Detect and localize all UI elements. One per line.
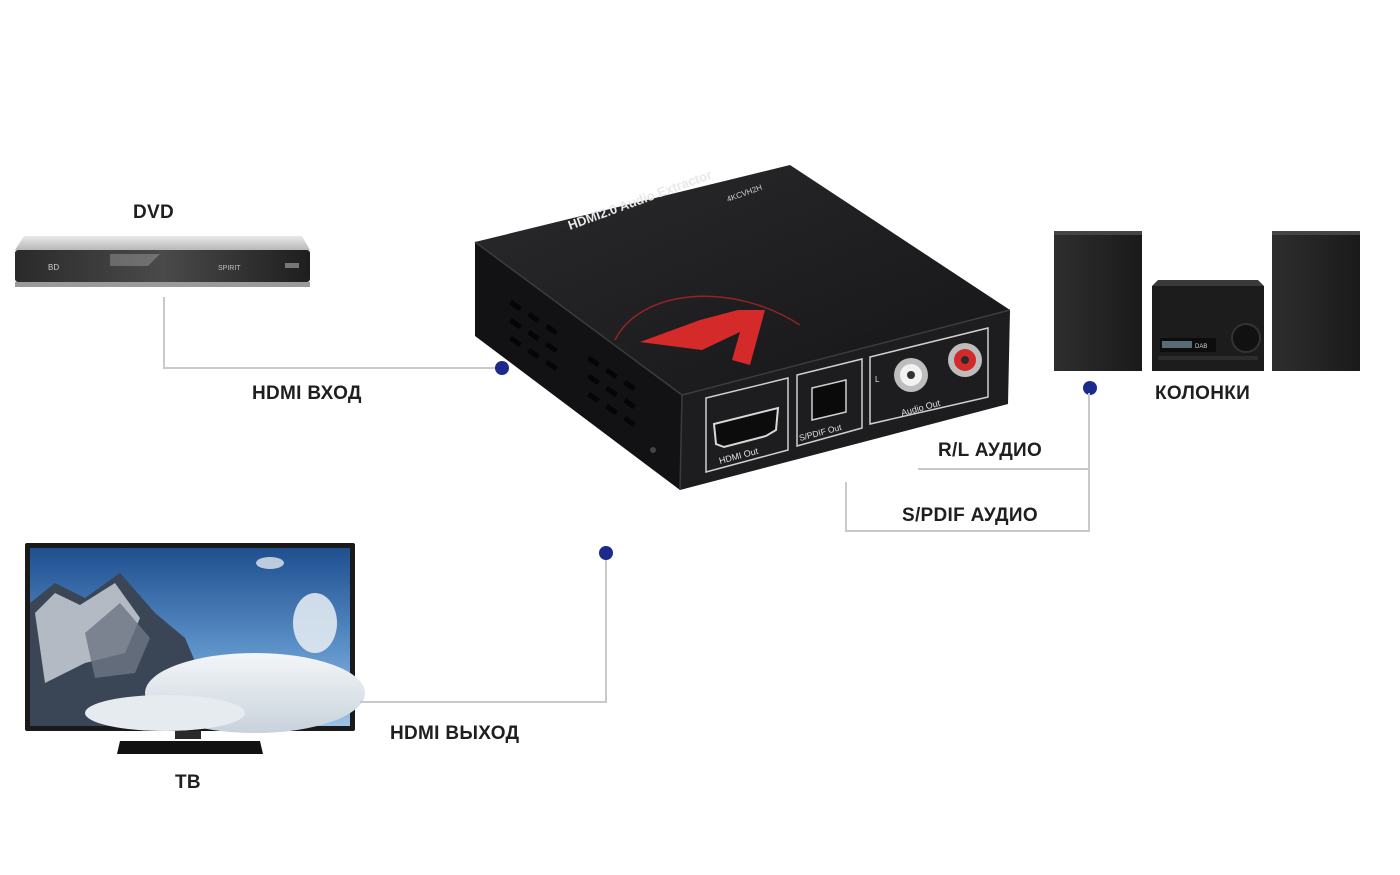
- rl-audio-label: R/L АУДИО: [938, 440, 1043, 461]
- spdif-audio-vertical: [845, 482, 847, 532]
- hdmi-out-label: HDMI ВЫХОД: [390, 723, 520, 744]
- tv-image: [25, 543, 365, 754]
- speakers-image: DAB: [1054, 231, 1360, 371]
- dvd-display-text: SPIRIT: [218, 265, 241, 272]
- dvd-connector-horizontal: [163, 367, 501, 369]
- dvd-player-image: BD SPIRIT: [15, 236, 310, 287]
- speakers-dot: [1083, 381, 1097, 395]
- hdmi-out-dot: [599, 546, 613, 560]
- speakers-label: КОЛОНКИ: [1155, 383, 1251, 404]
- dvd-front-text: BD: [48, 263, 59, 272]
- speakers-connector-vertical: [1088, 393, 1090, 532]
- spdif-audio-label: S/PDIF АУДИО: [902, 505, 1038, 526]
- audio-left-marker: L: [875, 375, 880, 384]
- audio-extractor-device-image: HDMI2.0 Audio Extractor 4KCVH2H HDMI Out…: [474, 165, 1011, 491]
- tv-connector-horizontal: [360, 701, 607, 703]
- hdmi-in-dot: [495, 361, 509, 375]
- tv-connector-vertical: [605, 555, 607, 703]
- dvd-connector-vertical: [163, 297, 165, 369]
- spdif-audio-line: [845, 530, 1090, 532]
- speaker-display-text: DAB: [1195, 344, 1207, 350]
- tv-label: ТВ: [175, 772, 201, 793]
- dvd-label: DVD: [133, 202, 175, 223]
- rl-audio-line: [918, 468, 1088, 470]
- hdmi-in-label: HDMI ВХОД: [252, 383, 362, 404]
